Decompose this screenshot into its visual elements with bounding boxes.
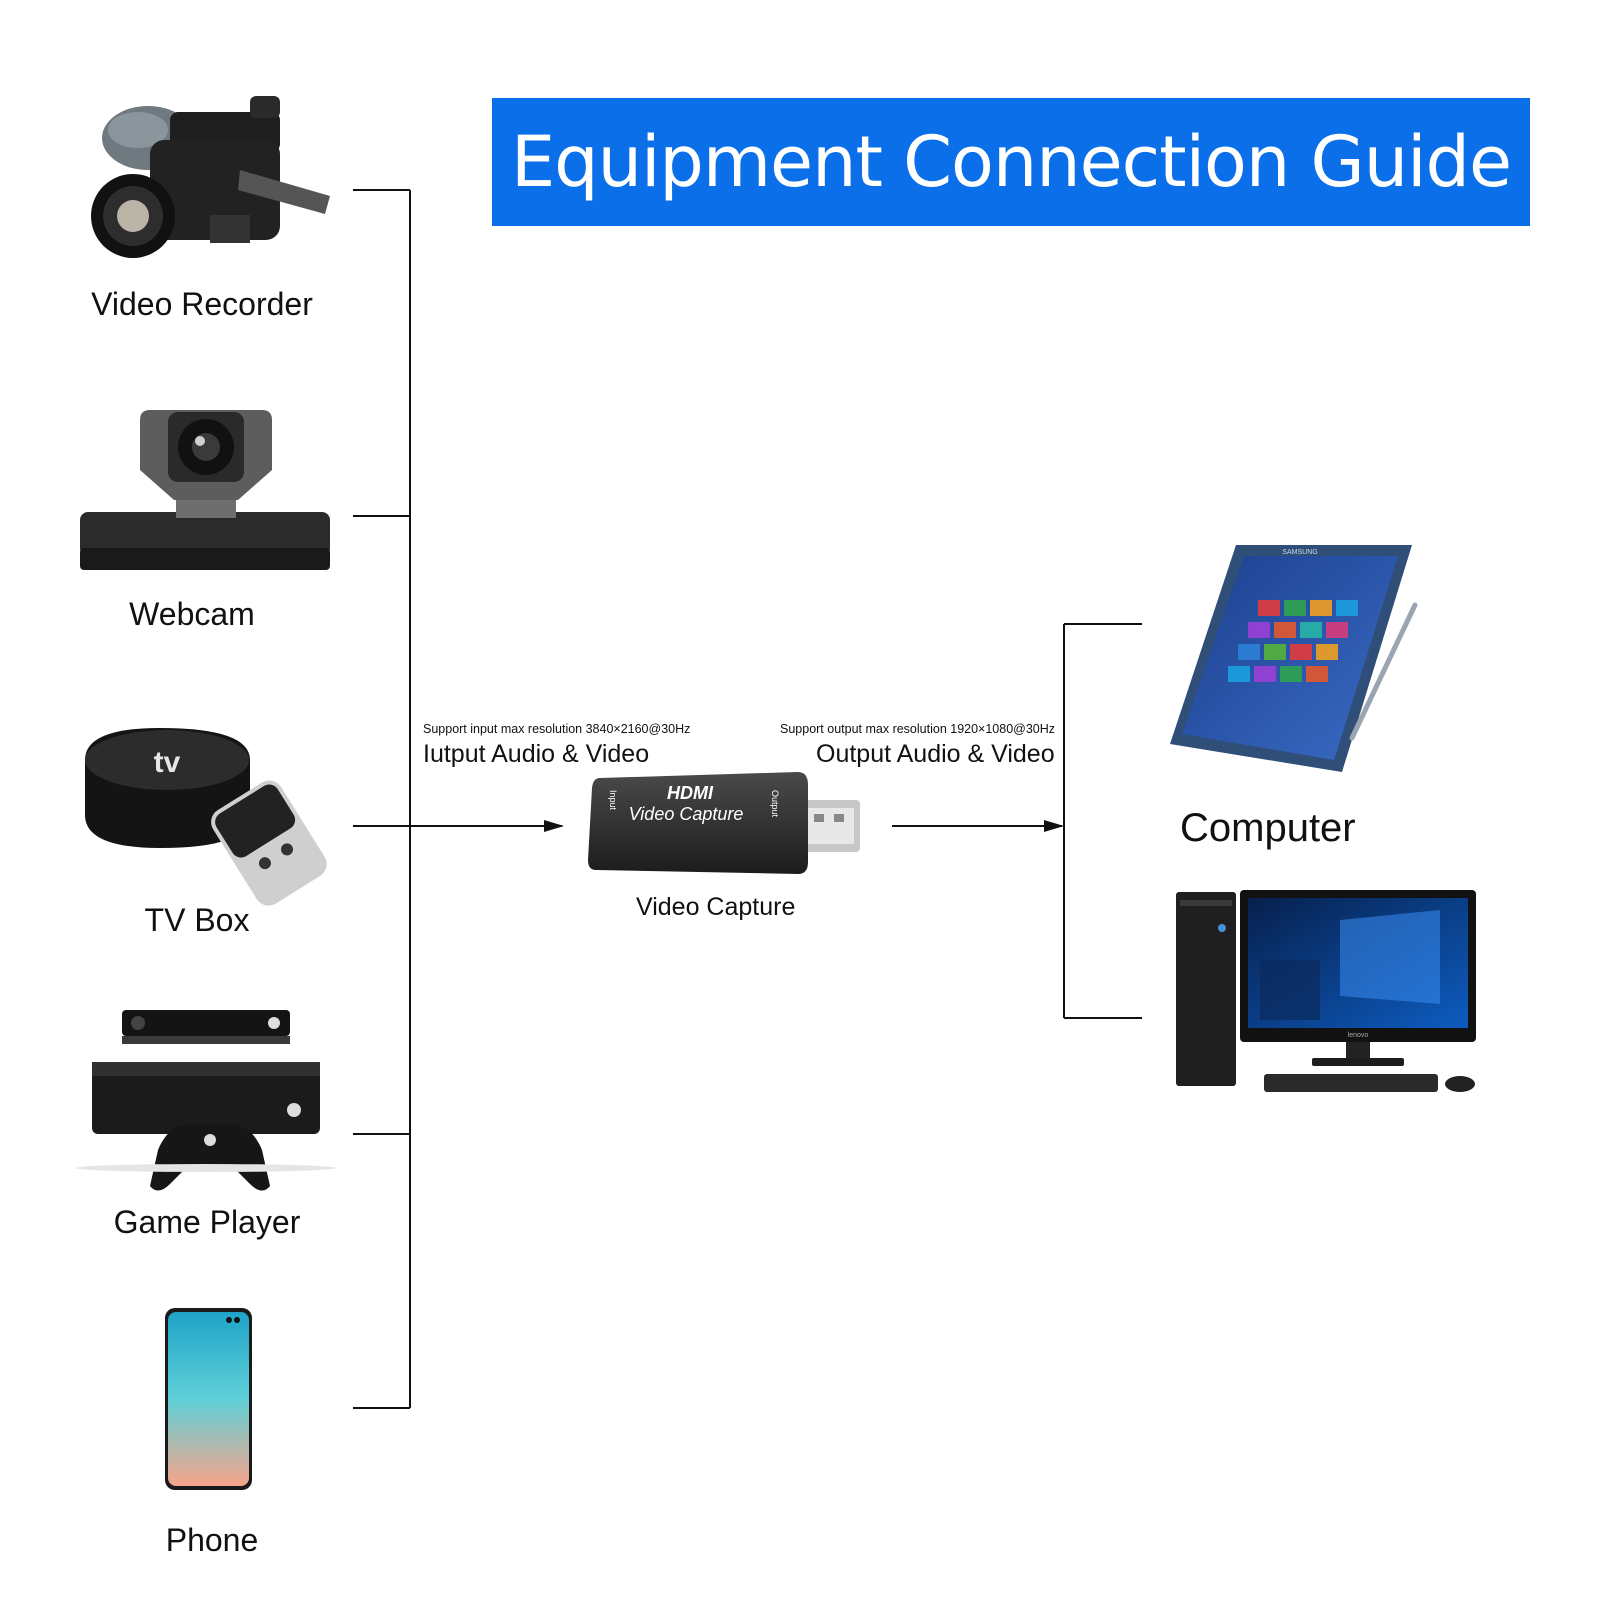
input-resolution-note: Support input max resolution 3840×2160@3… [423,722,691,736]
tv-box-label: TV Box [144,902,250,938]
tv-box-icon: tv [85,728,327,906]
output-bus-lines [892,623,1142,1019]
tv-logo-mark: tv [154,746,181,779]
video-capture-caption: Video Capture [636,893,796,921]
device-output-port-label: Output [770,790,780,818]
desktop-computer-icon: lenovo [1176,890,1476,1092]
game-console-icon [76,1010,336,1191]
device-name-text: Video Capture [629,804,744,824]
output-label: Output Audio & Video [816,740,1055,768]
device-input-port-label: Input [608,790,618,811]
device-brand-text: HDMI [667,783,714,803]
output-resolution-note: Support output max resolution 1920×1080@… [780,722,1056,736]
input-bus-lines [353,189,564,1409]
phone-label: Phone [165,1522,259,1558]
webcam-label: Webcam [129,596,255,632]
video-recorder-icon [91,96,330,258]
tablet-icon: SAMSUNG [1170,545,1418,772]
monitor-brand-text: lenovo [1348,1032,1369,1039]
input-label: Iutput Audio & Video [423,740,650,768]
title-banner: Equipment Connection Guide [492,98,1530,226]
page-title: Equipment Connection Guide [510,121,1512,203]
webcam-icon [80,410,330,570]
phone-icon [165,1308,252,1490]
video-recorder-label: Video Recorder [91,286,313,322]
game-player-label: Game Player [113,1204,301,1240]
video-capture-device-icon: HDMI Video Capture Input Output [588,772,860,874]
computer-label: Computer [1180,806,1356,850]
tablet-brand-text: SAMSUNG [1282,549,1317,556]
